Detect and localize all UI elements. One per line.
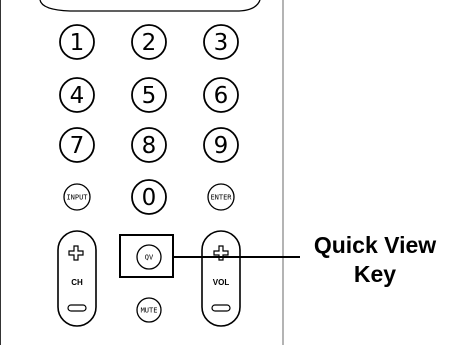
quick-view-key-callout: Quick View Key xyxy=(296,231,454,289)
enter-label: ENTER xyxy=(210,194,232,202)
ch-label: CH xyxy=(71,278,83,287)
button-9[interactable] xyxy=(203,127,239,163)
button-7[interactable] xyxy=(59,127,95,163)
enter-button[interactable] xyxy=(207,183,235,211)
digit-label-3: 3 xyxy=(214,30,229,56)
ch-up-plus-icon[interactable] xyxy=(68,245,84,261)
digit-label-0: 0 xyxy=(142,185,157,211)
button-5[interactable] xyxy=(131,77,167,113)
button-1[interactable] xyxy=(59,24,95,60)
ch-down-minus-icon[interactable] xyxy=(67,304,87,312)
digit-label-7: 7 xyxy=(70,133,85,159)
digit-label-8: 8 xyxy=(142,133,157,159)
digit-label-4: 4 xyxy=(70,83,85,109)
button-8[interactable] xyxy=(131,127,167,163)
mute-label: MUTE xyxy=(141,307,158,315)
button-3[interactable] xyxy=(203,24,239,60)
button-0[interactable] xyxy=(131,179,167,215)
digit-label-1: 1 xyxy=(70,30,85,56)
remote-top-edge xyxy=(39,0,261,12)
mute-button[interactable] xyxy=(136,297,162,323)
digit-label-9: 9 xyxy=(214,133,229,159)
vol-up-plus-icon[interactable] xyxy=(213,245,229,261)
callout-line-2: Key xyxy=(353,261,397,287)
button-2[interactable] xyxy=(131,24,167,60)
vol-rocker[interactable] xyxy=(201,230,241,327)
input-label: INPUT xyxy=(66,194,88,202)
ch-rocker[interactable] xyxy=(57,230,97,327)
button-6[interactable] xyxy=(203,77,239,113)
callout-line-1: Quick View xyxy=(313,232,437,258)
qv-label: QV xyxy=(145,254,154,262)
digit-label-2: 2 xyxy=(142,30,157,56)
vol-down-minus-icon[interactable] xyxy=(211,304,231,312)
qv-button[interactable] xyxy=(136,244,162,270)
vol-label: VOL xyxy=(213,278,230,287)
button-4[interactable] xyxy=(59,77,95,113)
input-button[interactable] xyxy=(63,183,91,211)
digit-label-6: 6 xyxy=(214,83,229,109)
digit-label-5: 5 xyxy=(142,83,157,109)
